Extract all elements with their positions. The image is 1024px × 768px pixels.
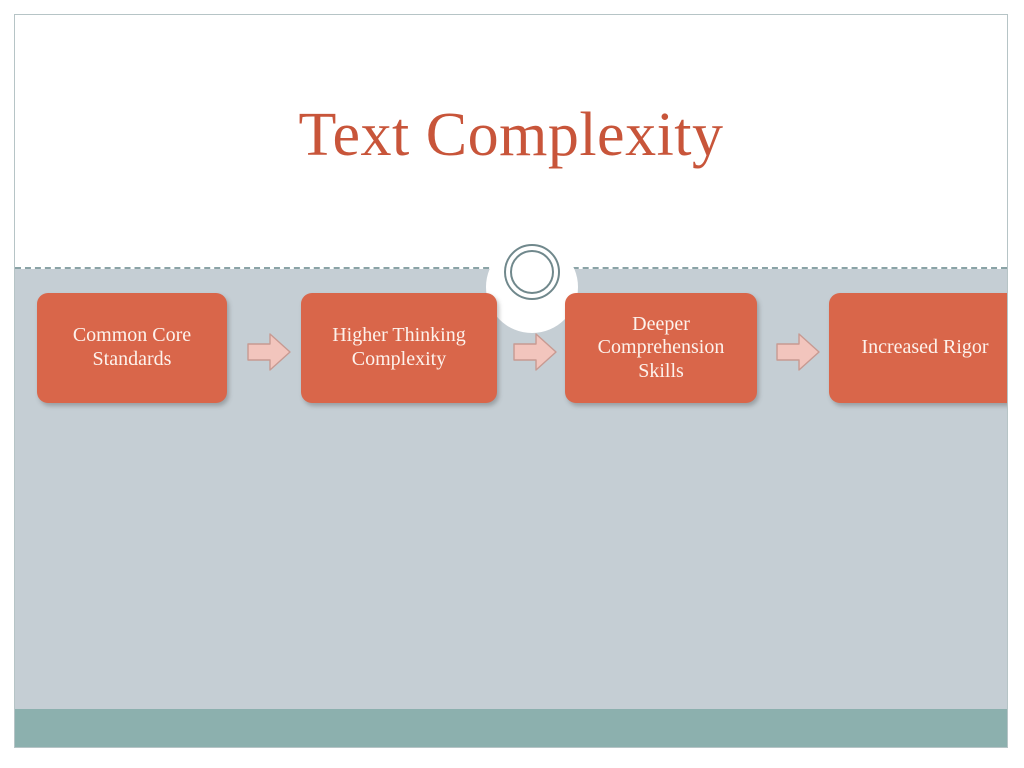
process-step-2-label: Higher Thinking Complexity	[332, 324, 466, 370]
process-step-4[interactable]: Increased Rigor	[829, 293, 1007, 403]
bottom-accent-bar	[15, 709, 1007, 747]
slide-canvas: Text Complexity Common Core Standards Hi…	[14, 14, 1008, 748]
right-arrow-icon	[775, 331, 821, 373]
right-arrow-icon	[246, 331, 292, 373]
process-step-3-label: Deeper Comprehension Skills	[597, 312, 725, 382]
outer-ring-icon	[504, 244, 560, 300]
process-step-2[interactable]: Higher Thinking Complexity	[301, 293, 497, 403]
process-step-1-label: Common Core Standards	[72, 324, 192, 370]
process-chain: Common Core Standards Higher Thinking Co…	[23, 279, 1007, 403]
process-step-4-label: Increased Rigor	[861, 336, 989, 359]
process-step-3[interactable]: Deeper Comprehension Skills	[565, 293, 757, 403]
page-title: Text Complexity	[298, 101, 724, 169]
right-arrow-icon	[512, 331, 558, 373]
title-area: Text Complexity	[15, 15, 1007, 267]
process-step-1[interactable]: Common Core Standards	[37, 293, 227, 403]
inner-ring-icon	[510, 250, 554, 294]
